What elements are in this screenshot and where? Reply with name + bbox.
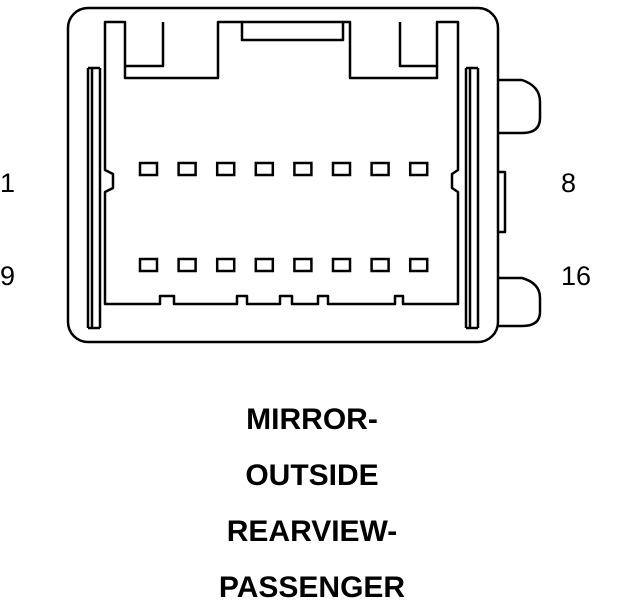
pin-label-16: 16 — [561, 261, 592, 291]
side-rib — [498, 170, 507, 234]
pin-cavity-2 — [177, 161, 197, 177]
pin-cavity-14 — [331, 257, 352, 273]
latch-tab-upper — [498, 78, 542, 135]
caption-line-2: OUTSIDE — [245, 459, 379, 492]
pin-cavity-12 — [254, 257, 275, 273]
pin-cavity-3 — [215, 161, 236, 177]
pin-label-9: 9 — [0, 261, 16, 291]
caption-line-3: REARVIEW- — [226, 515, 398, 548]
left-wall-ribs — [86, 66, 102, 330]
pin-row-bottom — [138, 257, 429, 273]
inner-cavity — [103, 20, 460, 306]
top-latch-left — [125, 22, 165, 68]
pin-cavity-6 — [331, 161, 352, 177]
pin-cavity-11 — [215, 257, 236, 273]
connector-diagram — [66, 6, 542, 344]
pin-cavity-8 — [408, 161, 429, 177]
connector-housing — [66, 6, 500, 344]
pin-cavity-1 — [138, 161, 159, 177]
latch-tab-lower — [498, 276, 542, 328]
pin-label-8: 8 — [561, 168, 577, 198]
pin-cavity-9 — [138, 257, 159, 273]
pin-label-1: 1 — [0, 168, 16, 198]
pin-cavity-7 — [370, 161, 390, 177]
pin-row-top — [138, 161, 429, 177]
caption-line-1: MIRROR- — [246, 403, 378, 436]
pin-cavity-16 — [408, 257, 429, 273]
top-latch-right — [398, 22, 437, 68]
pin-cavity-10 — [177, 257, 197, 273]
pin-cavity-15 — [370, 257, 390, 273]
right-wall-ribs — [464, 66, 480, 330]
connector-caption: MIRROR- OUTSIDE REARVIEW- PASSENGER — [0, 392, 624, 616]
pin-cavity-13 — [293, 257, 313, 273]
caption-line-4: PASSENGER — [218, 571, 406, 604]
pin-cavity-4 — [254, 161, 275, 177]
pin-cavity-5 — [293, 161, 313, 177]
